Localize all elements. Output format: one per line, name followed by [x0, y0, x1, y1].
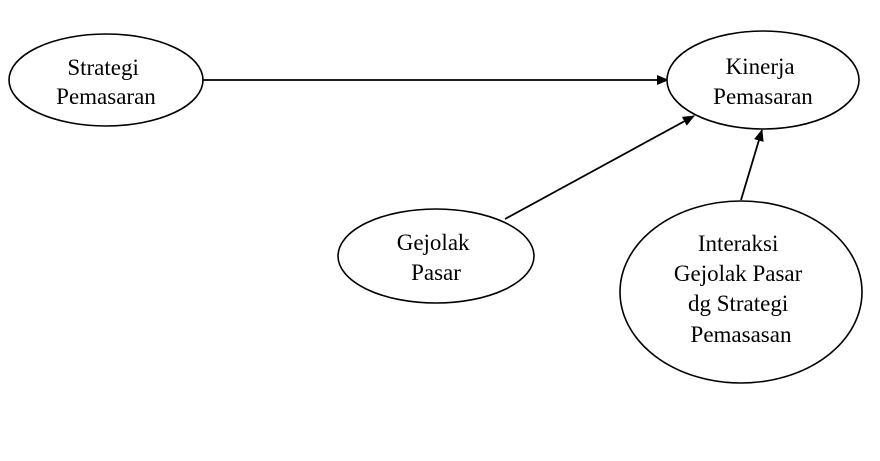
node-label-line: Gejolak Pasar: [674, 261, 803, 286]
node-interaksi-ellipse: [619, 200, 863, 384]
edge-gejolak-to-kinerja: [504, 115, 695, 220]
node-interaksi: Interaksi Gejolak Pasar dg Strategi Pema…: [619, 200, 863, 384]
node-kinerja-pemasaran-ellipse: [666, 30, 860, 130]
node-label-line: Pemasaran: [56, 84, 156, 109]
node-label-line: Kinerja: [726, 54, 795, 79]
node-label-line: dg Strategi: [688, 291, 788, 316]
node-gejolak-pasar-ellipse: [337, 208, 535, 304]
node-label-line: Strategi: [67, 55, 139, 80]
node-strategi-pemasaran-label: Strategi Pemasaran: [56, 55, 156, 109]
node-gejolak-pasar-label: Gejolak Pasar: [397, 230, 476, 285]
node-strategi-pemasaran: Strategi Pemasaran: [8, 33, 204, 127]
node-interaksi-label: Interaksi Gejolak Pasar dg Strategi Pema…: [674, 231, 808, 347]
node-label-line: Gejolak: [397, 230, 470, 255]
node-gejolak-pasar: Gejolak Pasar: [337, 208, 535, 304]
node-label-line: Pasar: [411, 260, 461, 285]
node-kinerja-pemasaran-label: Kinerja Pemasaran: [713, 54, 813, 109]
node-label-line: Pemasaran: [713, 84, 813, 109]
node-label-line: Pemasasan: [691, 322, 792, 347]
node-label-line: Interaksi: [698, 231, 778, 256]
node-strategi-pemasaran-ellipse: [8, 33, 204, 127]
node-kinerja-pemasaran: Kinerja Pemasaran: [666, 30, 860, 130]
edge-interaksi-to-kinerja: [740, 129, 764, 201]
edges: [202, 75, 764, 220]
